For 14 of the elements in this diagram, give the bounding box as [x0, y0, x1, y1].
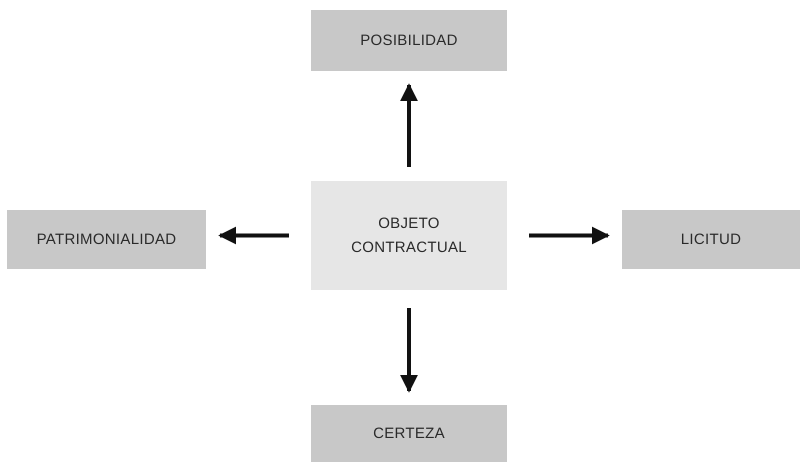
arrow	[400, 308, 418, 393]
node-label: LICITUD	[680, 230, 742, 250]
node-label: CERTEZA	[373, 424, 445, 444]
central-box	[311, 181, 507, 290]
arrow	[400, 83, 418, 167]
process-box	[7, 210, 206, 269]
process-box	[311, 405, 507, 462]
arrow	[529, 226, 610, 244]
process-box	[622, 210, 800, 269]
node-label: POSIBILIDAD	[360, 30, 458, 50]
node-label: PATRIMONIALIDAD	[36, 230, 176, 250]
process-box	[311, 10, 507, 71]
arrow	[218, 226, 289, 244]
node-label: OBJETO CONTRACTUAL	[350, 214, 468, 258]
